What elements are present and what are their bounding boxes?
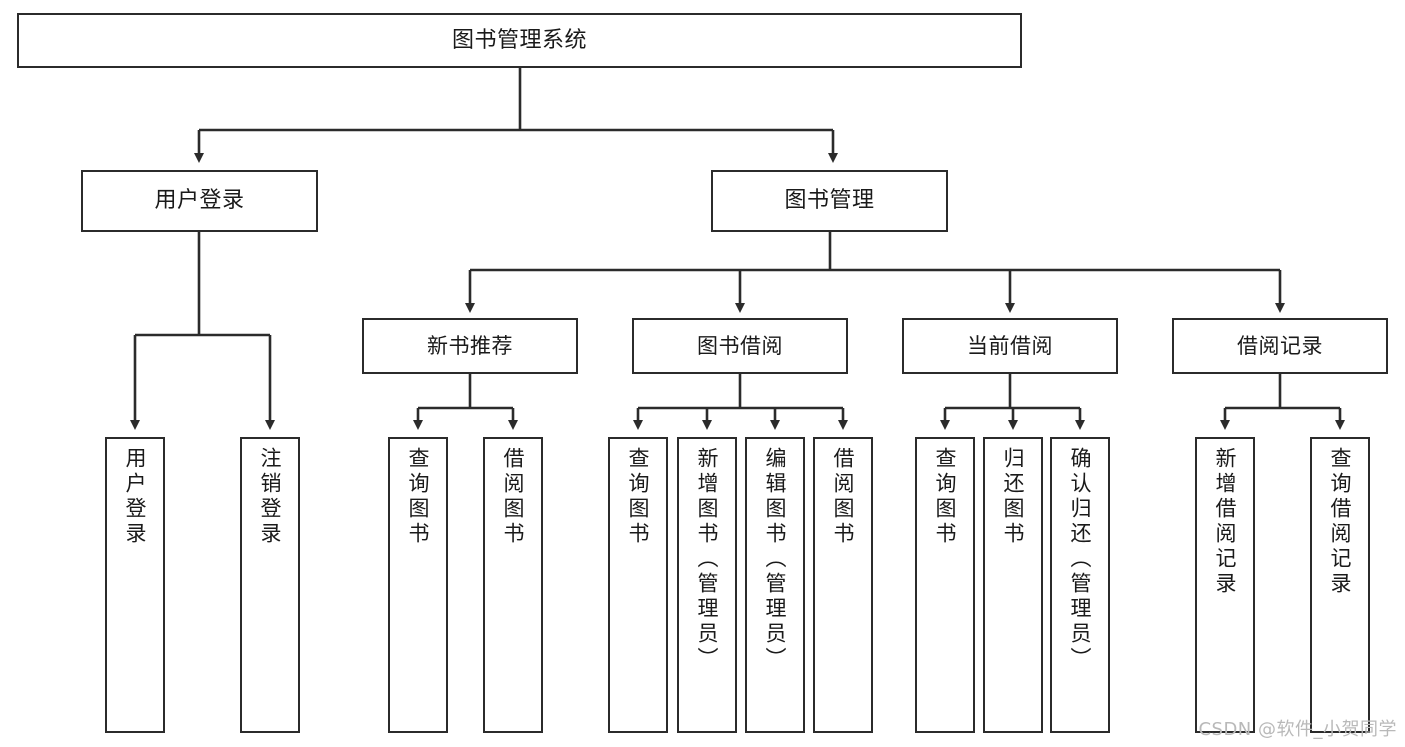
node-leaf-return-book[interactable]: 归还图书 bbox=[983, 437, 1043, 733]
node-leaf-user-logout[interactable]: 注销登录 bbox=[240, 437, 300, 733]
node-root[interactable]: 图书管理系统 bbox=[17, 13, 1022, 68]
node-leaf-edit-book-label: 编辑图书（管理员） bbox=[763, 447, 788, 672]
node-leaf-borrow-book-1[interactable]: 借阅图书 bbox=[483, 437, 543, 733]
node-borrow-record-label: 借阅记录 bbox=[1237, 333, 1323, 358]
node-leaf-query-book-2-label: 查询图书 bbox=[626, 447, 651, 547]
node-new-book-rec-label: 新书推荐 bbox=[427, 333, 513, 358]
node-leaf-query-record-label: 查询借阅记录 bbox=[1328, 447, 1353, 597]
csdn-watermark: CSDN @软件_小贺同学 bbox=[1198, 719, 1397, 740]
node-leaf-edit-book[interactable]: 编辑图书（管理员） bbox=[745, 437, 805, 733]
node-leaf-confirm-return-label: 确认归还（管理员） bbox=[1068, 447, 1093, 672]
node-current-borrow-label: 当前借阅 bbox=[967, 333, 1053, 358]
node-user-login-label: 用户登录 bbox=[154, 188, 245, 214]
node-leaf-borrow-book-1-label: 借阅图书 bbox=[501, 447, 526, 547]
node-book-manage[interactable]: 图书管理 bbox=[711, 170, 948, 232]
node-leaf-borrow-book-2[interactable]: 借阅图书 bbox=[813, 437, 873, 733]
node-root-label: 图书管理系统 bbox=[451, 27, 587, 53]
node-borrow-record[interactable]: 借阅记录 bbox=[1172, 318, 1388, 374]
node-new-book-rec[interactable]: 新书推荐 bbox=[362, 318, 578, 374]
node-leaf-query-book-2[interactable]: 查询图书 bbox=[608, 437, 668, 733]
node-leaf-query-book-3-label: 查询图书 bbox=[933, 447, 958, 547]
node-user-login[interactable]: 用户登录 bbox=[81, 170, 318, 232]
node-leaf-user-logout-label: 注销登录 bbox=[258, 447, 283, 547]
node-current-borrow[interactable]: 当前借阅 bbox=[902, 318, 1118, 374]
node-leaf-query-book-1[interactable]: 查询图书 bbox=[388, 437, 448, 733]
node-leaf-add-book[interactable]: 新增图书（管理员） bbox=[677, 437, 737, 733]
node-leaf-query-book-3[interactable]: 查询图书 bbox=[915, 437, 975, 733]
node-leaf-add-book-label: 新增图书（管理员） bbox=[695, 447, 720, 672]
node-leaf-add-record-label: 新增借阅记录 bbox=[1213, 447, 1238, 597]
node-leaf-add-record[interactable]: 新增借阅记录 bbox=[1195, 437, 1255, 733]
node-leaf-confirm-return[interactable]: 确认归还（管理员） bbox=[1050, 437, 1110, 733]
node-leaf-borrow-book-2-label: 借阅图书 bbox=[831, 447, 856, 547]
node-leaf-query-book-1-label: 查询图书 bbox=[406, 447, 431, 547]
node-book-borrow[interactable]: 图书借阅 bbox=[632, 318, 848, 374]
node-leaf-query-record[interactable]: 查询借阅记录 bbox=[1310, 437, 1370, 733]
node-leaf-user-login[interactable]: 用户登录 bbox=[105, 437, 165, 733]
node-leaf-return-book-label: 归还图书 bbox=[1001, 447, 1026, 547]
node-book-borrow-label: 图书借阅 bbox=[697, 333, 783, 358]
node-book-manage-label: 图书管理 bbox=[784, 188, 875, 214]
node-leaf-user-login-label: 用户登录 bbox=[123, 447, 148, 547]
